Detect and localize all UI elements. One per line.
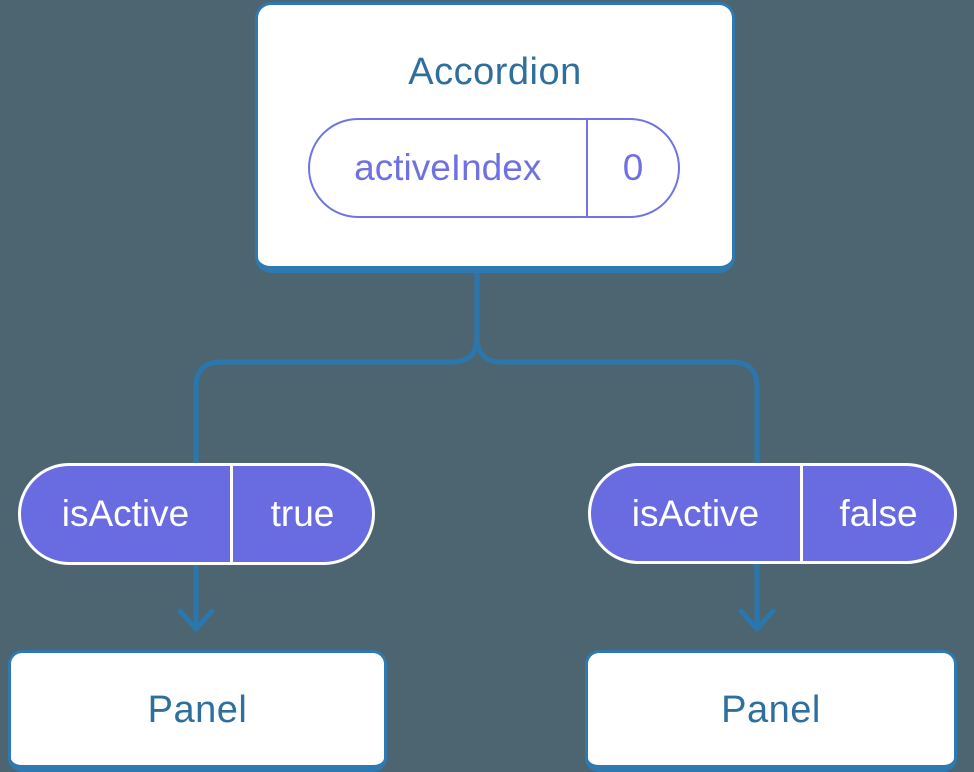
- panel-title: Panel: [147, 689, 248, 731]
- accordion-node: Accordion activeIndex 0: [255, 2, 735, 273]
- pill-divider: [230, 466, 233, 562]
- prop-value: 0: [622, 147, 644, 188]
- state-value: false: [839, 492, 918, 534]
- state-pill-left: isActive true: [18, 463, 375, 565]
- state-pill-right: isActive false: [588, 463, 957, 564]
- connector-right-branch: [474, 267, 760, 628]
- prop-pill-activeindex: activeIndex 0: [308, 118, 680, 218]
- state-name: isActive: [61, 493, 190, 534]
- connector-left-branch: [193, 267, 480, 628]
- panel-title: Panel: [721, 689, 821, 731]
- arrowhead-left-icon: [177, 608, 215, 632]
- accordion-title: Accordion: [408, 51, 582, 93]
- panel-node-right: Panel: [585, 650, 957, 772]
- prop-name: activeIndex: [354, 147, 542, 188]
- arrowhead-right-icon: [738, 608, 776, 632]
- panel-node-left: Panel: [8, 650, 387, 772]
- state-value: true: [270, 493, 335, 534]
- pill-divider: [585, 120, 588, 216]
- state-name: isActive: [631, 492, 760, 534]
- pill-divider: [800, 466, 803, 561]
